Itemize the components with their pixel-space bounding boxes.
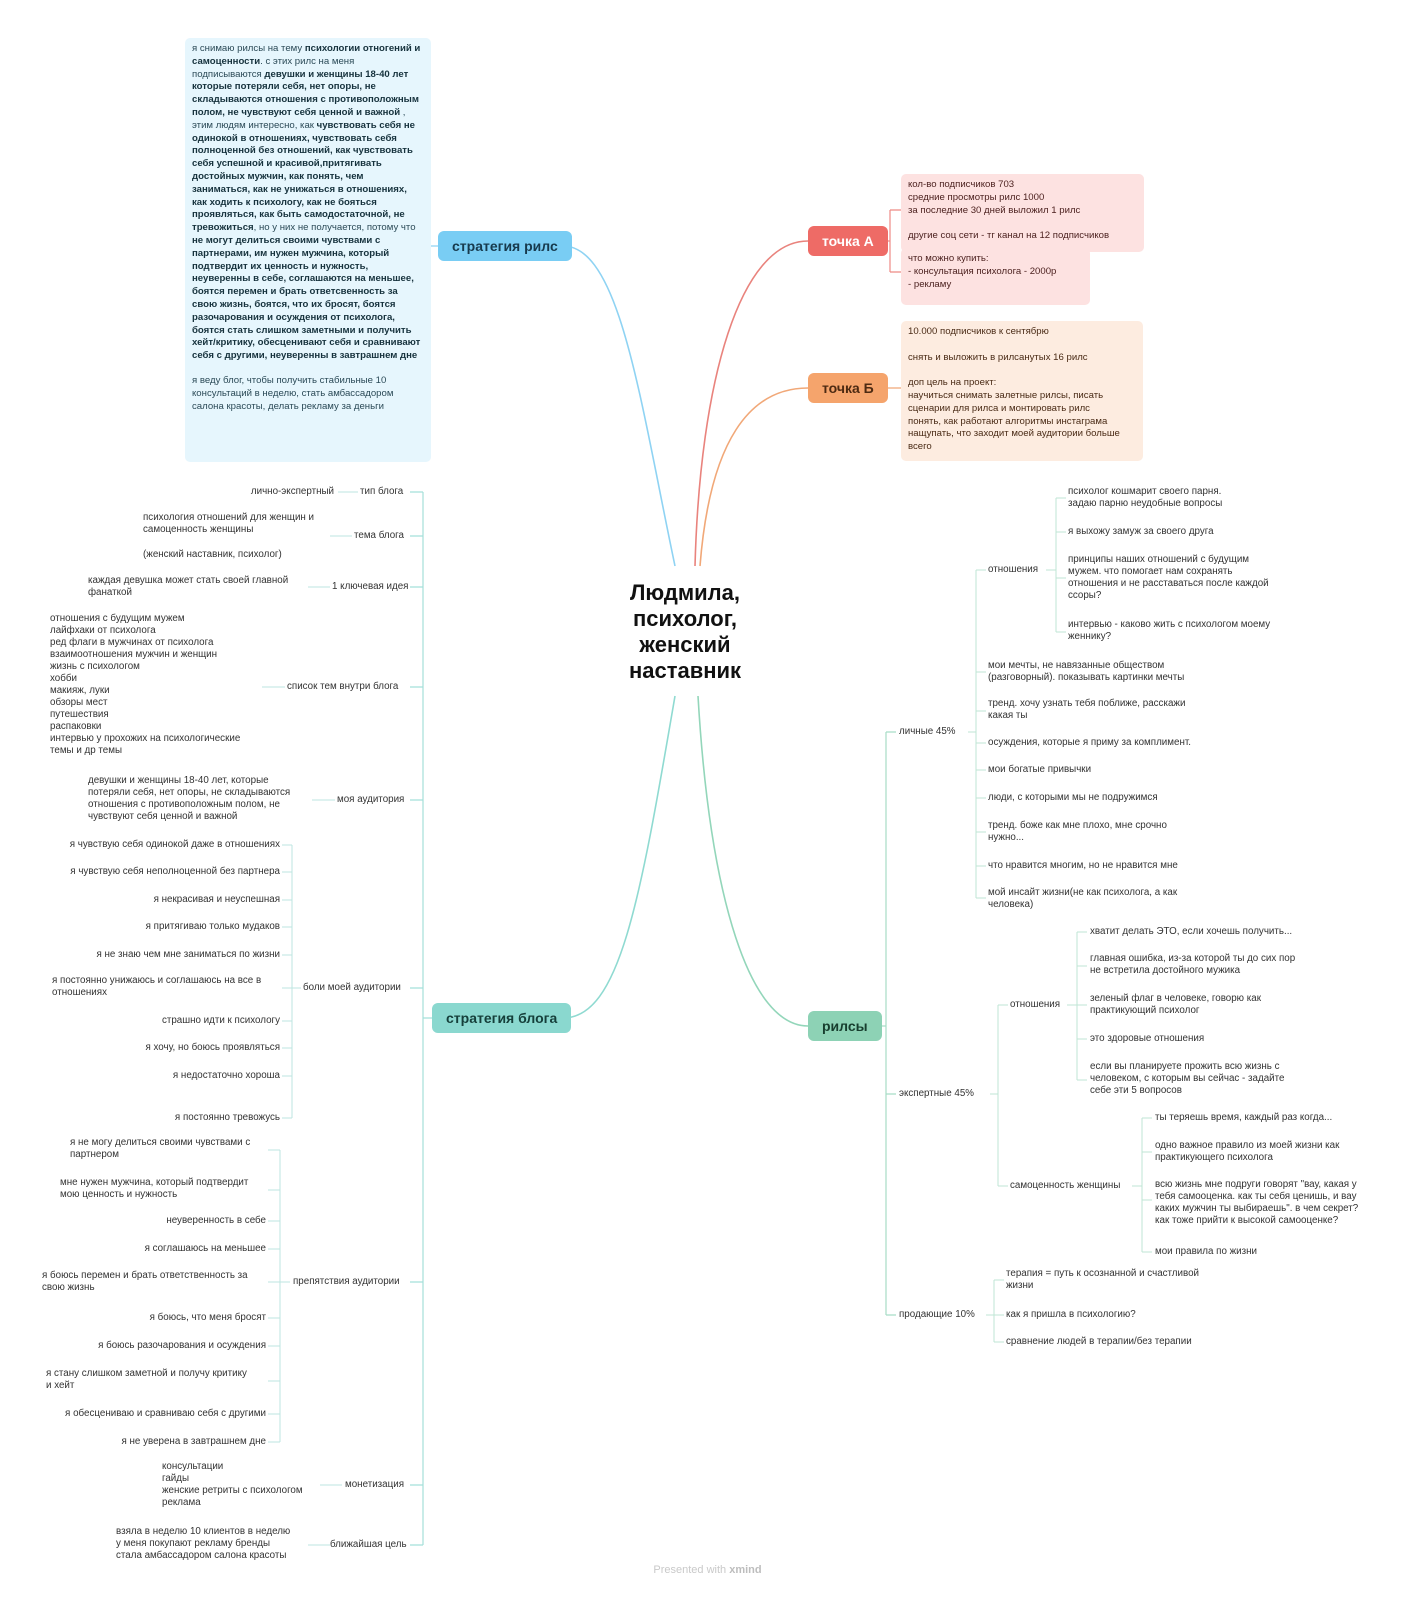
obstacle-item: мне нужен мужчина, который подтвердит мо…: [60, 1177, 249, 1200]
rils-note-text-1: я снимаю рилсы на тему: [192, 43, 305, 54]
personal-item: что нравится многим, но не нравится мне: [988, 860, 1178, 871]
selling-item: как я пришла в психологию?: [1006, 1309, 1136, 1320]
blog-idea-topic[interactable]: 1 ключевая идея: [332, 581, 409, 592]
rils-note-bold-2: девушки и женщины 18-40 лет которые поте…: [192, 68, 419, 118]
personal-item: люди, с которыми мы не подружимся: [988, 792, 1158, 803]
selfworth-topic[interactable]: самоценность женщины: [1010, 1180, 1121, 1191]
selfworth-item: мои правила по жизни: [1155, 1246, 1258, 1257]
central-line-2: психолог,: [632, 606, 738, 631]
reels-personal-topic[interactable]: личные 45%: [899, 726, 956, 737]
selling-item: сравнение людей в терапии/без терапии: [1006, 1336, 1192, 1347]
rils-note-text-4: , но у них не получается, потому что: [253, 222, 416, 234]
blog-theme-role: (женский наставник, психолог): [143, 549, 282, 560]
central-line-1: Людмила,: [629, 580, 741, 605]
pain-item: я некрасивая и неуспешная: [153, 894, 280, 905]
expert-relations-item: если вы планируете прожить всю жизнь с ч…: [1090, 1061, 1285, 1096]
personal-relations-item: психолог кошмарит своего парня. задаю па…: [1068, 486, 1223, 509]
blog-topics-topic[interactable]: список тем внутри блога: [287, 681, 399, 692]
central-line-3: женский: [639, 632, 731, 657]
branch-blog-strategy[interactable]: стратегия блога: [432, 1003, 572, 1033]
selfworth-item: ты теряешь время, каждый раз когда...: [1155, 1112, 1333, 1123]
blog-type-topic[interactable]: тип блога: [360, 486, 404, 497]
blog-theme-value: психология отношений для женщин и самоце…: [143, 512, 315, 535]
personal-relations-topic[interactable]: отношения: [988, 564, 1039, 575]
expert-relations-item: главная ошибка, из-за которой ты до сих …: [1090, 953, 1296, 976]
branch-point-a[interactable]: точка А: [808, 226, 888, 256]
pain-item: я недостаточно хороша: [172, 1070, 280, 1081]
personal-item: тренд. боже как мне плохо, мне срочно ну…: [988, 820, 1167, 843]
point-a-offer-note[interactable]: что можно купить: - консультация психоло…: [901, 248, 1090, 305]
point-a-stats-note[interactable]: кол-во подписчиков 703 средние просмотры…: [901, 174, 1144, 252]
obstacle-item: неуверенность в себе: [166, 1215, 266, 1226]
xmind-logo: xmind: [729, 1564, 762, 1576]
personal-item: осуждения, которые я приму за комплимент…: [988, 737, 1191, 748]
rils-note-bold-3: чувствовать себя не одинокой в отношения…: [192, 119, 415, 234]
pain-item: я не знаю чем мне заниматься по жизни: [96, 949, 280, 960]
point-b-goals-note[interactable]: 10.000 подписчиков к сентябрю снять и вы…: [901, 321, 1143, 461]
personal-item: мои мечты, не навязанные обществом (разг…: [988, 660, 1185, 683]
rils-note-text-2: . с этих рилс на меня подписываются: [192, 55, 355, 80]
rils-note-goal: я веду блог, чтобы получить стабильные 1…: [192, 374, 394, 412]
pain-item: я хочу, но боюсь проявляться: [145, 1042, 280, 1053]
obstacle-item: я боюсь разочарования и осуждения: [98, 1340, 266, 1351]
expert-relations-topic[interactable]: отношения: [1010, 999, 1061, 1010]
obstacle-item: я не могу делиться своими чувствами с па…: [70, 1137, 251, 1160]
blog-goal-value: взяла в неделю 10 клиентов в неделю у ме…: [116, 1526, 291, 1561]
pain-item: я притягиваю только мудаков: [145, 921, 280, 932]
branch-reels[interactable]: рилсы: [808, 1011, 882, 1041]
personal-item: мой инсайт жизни(не как психолога, а как…: [988, 887, 1178, 910]
blog-goal-topic[interactable]: ближайшая цель: [330, 1539, 407, 1550]
blog-monetization-topic[interactable]: монетизация: [345, 1479, 405, 1490]
reels-selling-topic[interactable]: продающие 10%: [899, 1309, 975, 1320]
blog-topics-value: отношения с будущим мужем лайфхаки от пс…: [50, 613, 241, 756]
branch-point-b[interactable]: точка Б: [808, 373, 888, 403]
central-topic[interactable]: Людмила, психолог, женский наставник: [600, 580, 770, 684]
branch-rils-strategy[interactable]: стратегия рилс: [438, 231, 572, 261]
personal-relations-item: я выхожу замуж за своего друга: [1068, 526, 1214, 537]
pain-item: страшно идти к психологу: [161, 1015, 280, 1026]
blog-theme-topic[interactable]: тема блога: [354, 530, 404, 541]
blog-audience-value: девушки и женщины 18-40 лет, которые пот…: [88, 775, 291, 822]
blog-audience-topic[interactable]: моя аудитория: [337, 794, 405, 805]
pain-item: я постоянно тревожусь: [174, 1112, 280, 1123]
expert-relations-item: это здоровые отношения: [1090, 1033, 1205, 1044]
presented-with-footer: Presented with xmind: [0, 1564, 1415, 1576]
rils-note-bold-4: не могут делиться своими чувствами с пар…: [192, 234, 421, 362]
selling-item: терапия = путь к осознанной и счастливой…: [1006, 1268, 1200, 1291]
personal-item: мои богатые привычки: [988, 764, 1092, 775]
expert-relations-item: хватит делать ЭТО, если хочешь получить.…: [1090, 926, 1293, 937]
pain-item: я чувствую себя одинокой даже в отношени…: [69, 839, 280, 850]
central-line-4: наставник: [628, 658, 742, 683]
blog-type-value: лично-экспертный: [250, 486, 334, 497]
pain-item: я постоянно унижаюсь и соглашаюсь на все…: [52, 975, 262, 998]
expert-relations-item: зеленый флаг в человеке, говорю как прак…: [1090, 993, 1261, 1016]
reels-expert-topic[interactable]: экспертные 45%: [899, 1088, 974, 1099]
blog-monetization-value: консультации гайды женские ретриты с пси…: [162, 1461, 303, 1508]
obstacle-item: я боюсь, что меня бросят: [149, 1312, 266, 1323]
pain-item: я чувствую себя неполноценной без партне…: [70, 866, 280, 877]
personal-relations-item: интервью - каково жить с психологом моем…: [1068, 619, 1271, 642]
selfworth-item: всю жизнь мне подруги говорят "вау, кака…: [1155, 1179, 1359, 1226]
personal-relations-item: принципы наших отношений с будущим мужем…: [1068, 554, 1269, 601]
obstacle-item: я боюсь перемен и брать ответственность …: [42, 1270, 248, 1293]
obstacle-item: я обесцениваю и сравниваю себя с другими: [65, 1408, 266, 1419]
blog-obstacles-topic[interactable]: препятствия аудитории: [293, 1276, 400, 1287]
rils-note-bold-1: психологии отногений и самоценности: [192, 43, 421, 67]
footer-prefix: Presented with: [653, 1564, 730, 1576]
personal-item: тренд. хочу узнать тебя поближе, расскаж…: [988, 698, 1186, 721]
obstacle-item: я не уверена в завтрашнем дне: [121, 1436, 266, 1447]
blog-idea-value: каждая девушка может стать своей главной…: [88, 575, 289, 598]
blog-pains-topic[interactable]: боли моей аудитории: [303, 982, 401, 993]
obstacle-item: я стану слишком заметной и получу критик…: [46, 1368, 247, 1391]
selfworth-item: одно важное правило из моей жизни как пр…: [1155, 1140, 1340, 1163]
rils-strategy-note[interactable]: я снимаю рилсы на тему психологии отноге…: [185, 38, 431, 462]
obstacle-item: я соглашаюсь на меньшее: [144, 1243, 266, 1254]
rils-note-text-3: , этим людям интересно, как: [192, 106, 406, 131]
